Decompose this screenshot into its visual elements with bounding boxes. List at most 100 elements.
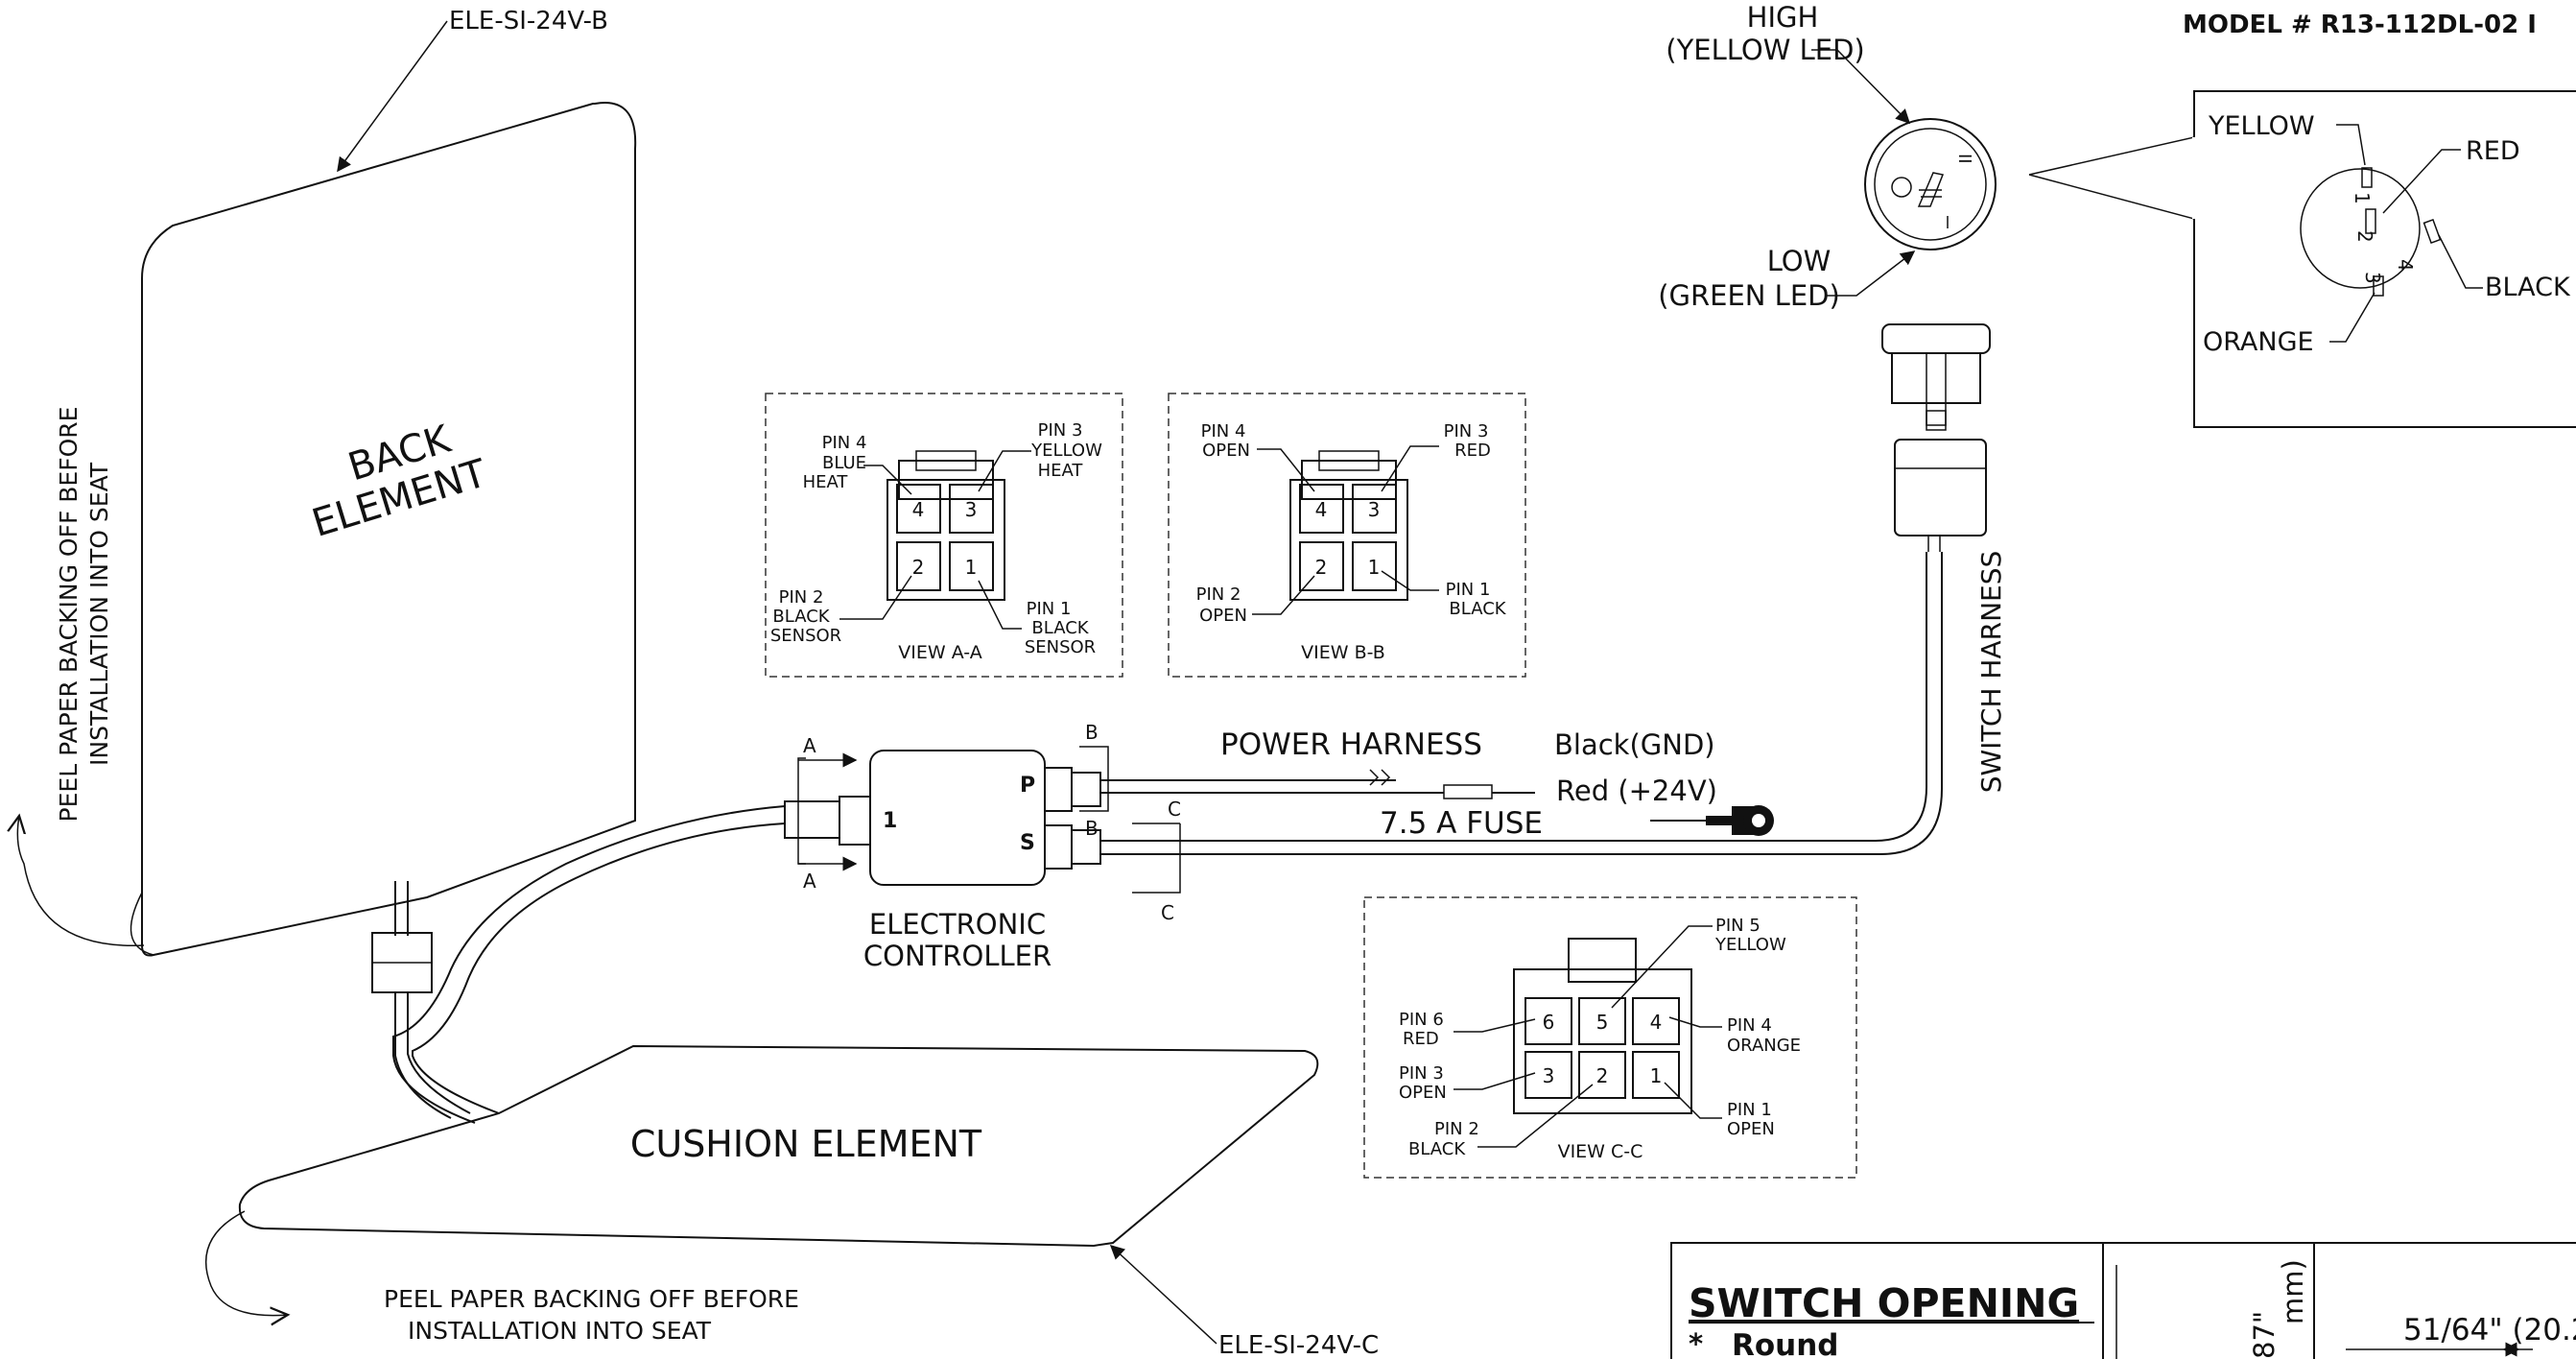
section-c-bracket	[1132, 823, 1181, 894]
switch-opening-dim-inch: 51/64" (20.2	[2403, 1313, 2576, 1347]
terminal-1	[2361, 167, 2373, 188]
view-b-b-pin1-2: BLACK	[1449, 599, 1506, 619]
switch-opening-bullet: *	[1689, 1327, 1703, 1359]
view-c-c-pin4-1: PIN 4	[1727, 1015, 1772, 1036]
wire-orange-label: ORANGE	[2203, 327, 2314, 357]
view-b-b-box	[1168, 393, 1526, 678]
switch-low-leader	[1826, 250, 1916, 297]
view-c-c-title: VIEW C-C	[1558, 1141, 1643, 1162]
switch-connector-leads	[1927, 536, 1941, 552]
view-c-c-pin2-leader	[1477, 1084, 1594, 1148]
view-b-b-pin1-1: PIN 1	[1446, 580, 1491, 600]
power-ground-label: Black(GND)	[1554, 728, 1715, 761]
view-b-b-cell-3	[1352, 484, 1397, 534]
view-c-c-latch	[1568, 938, 1637, 983]
view-b-b-housing	[1289, 479, 1408, 601]
view-a-a-latch-top	[915, 450, 977, 471]
view-a-a-cell-4	[896, 484, 941, 534]
switch-connector	[1894, 439, 1987, 536]
view-a-a-cell-1	[949, 541, 994, 591]
view-a-a-num-2: 2	[912, 556, 925, 579]
view-b-b-pin1-leader	[1381, 570, 1439, 591]
view-c-c-pin1-leader	[1664, 1082, 1722, 1119]
cushion-peel-note-1: PEEL PAPER BACKING OFF BEFORE	[384, 1285, 799, 1313]
harness-cable-b	[412, 823, 786, 1114]
model-number: MODEL # R13-112DL-02 I	[2183, 11, 2537, 39]
view-c-c-cell-3	[1524, 1051, 1572, 1099]
controller-port-p-plug	[1071, 772, 1101, 807]
view-a-a-pin4-leader	[863, 465, 912, 495]
view-c-c-pin2-1: PIN 2	[1434, 1119, 1479, 1139]
controller-port-1-housing	[839, 796, 871, 846]
section-a-bracket	[797, 757, 806, 865]
terminal-3-label: 3	[2361, 272, 2384, 284]
view-a-a-pin1-leader	[978, 580, 1022, 630]
terminal-4	[2422, 218, 2442, 245]
view-b-b-num-3: 3	[1368, 498, 1381, 521]
view-c-c-pin5-2: YELLOW	[1714, 935, 1786, 955]
cushion-element-label: CUSHION ELEMENT	[630, 1123, 982, 1165]
back-peel-note-2: INSTALLATION INTO SEAT	[85, 462, 113, 766]
view-a-a-box	[765, 393, 1123, 678]
switch-side-tab	[1926, 410, 1947, 431]
view-c-c-num-5: 5	[1596, 1011, 1609, 1034]
view-a-a-cell-2	[896, 541, 941, 591]
view-c-c-num-6: 6	[1543, 1011, 1555, 1034]
section-a-label-bottom: A	[803, 870, 816, 893]
switch-side-body	[1891, 352, 1981, 404]
controller-port-1: 1	[883, 809, 897, 833]
wire-orange-leader	[2329, 292, 2375, 343]
controller-port-s-housing	[1044, 824, 1073, 870]
switch-opening-dim-vert-b: mm)	[2277, 1259, 2309, 1324]
terminal-2-label: 2	[2353, 230, 2376, 243]
wire-yellow-label: YELLOW	[2208, 111, 2315, 141]
view-b-b-pin4-leader	[1257, 448, 1315, 492]
view-c-c-pin3-1: PIN 3	[1399, 1063, 1444, 1084]
view-a-a-pin2-1: PIN 2	[779, 587, 824, 608]
view-a-a-pin3-1: PIN 3	[1038, 420, 1083, 441]
switch-terminal-circle	[2300, 168, 2421, 289]
switch-opening-title: SWITCH OPENING	[1689, 1280, 2079, 1326]
view-a-a-cell-3	[949, 484, 994, 534]
section-b-bracket	[1079, 746, 1109, 812]
view-c-c-num-1: 1	[1650, 1064, 1663, 1087]
view-c-c-housing	[1513, 968, 1692, 1114]
terminal-4-label: 4	[2394, 259, 2417, 272]
view-c-c-num-4: 4	[1650, 1011, 1663, 1034]
view-a-a-pin2-leader	[839, 575, 912, 620]
cushion-part-number: ELE-SI-24V-C	[1218, 1331, 1379, 1359]
view-b-b-pin3-2: RED	[1454, 441, 1491, 461]
view-a-a-pin1-2: BLACK	[1031, 618, 1089, 638]
cushion-part-leader	[1109, 1244, 1217, 1345]
view-c-c-pin1-1: PIN 1	[1727, 1100, 1772, 1120]
view-c-c-pin3-leader	[1453, 1072, 1536, 1090]
view-b-b-pin2-2: OPEN	[1199, 606, 1247, 626]
view-b-b-num-1: 1	[1368, 556, 1381, 579]
switch-opening-shape: Round	[1732, 1328, 1839, 1359]
view-b-b-num-2: 2	[1315, 556, 1328, 579]
view-c-c-pin5-1: PIN 5	[1715, 916, 1761, 936]
back-peel-arrow	[17, 816, 145, 946]
view-a-a-num-4: 4	[912, 498, 925, 521]
section-b-label-top: B	[1085, 721, 1099, 744]
wire-red-leader	[2382, 149, 2461, 214]
seat-heat-icon	[1917, 172, 1945, 207]
switch-bezel-inner	[1874, 128, 1987, 241]
view-a-a-title: VIEW A-A	[898, 642, 981, 663]
switch-high-leader	[1811, 49, 1911, 125]
cushion-element-pad	[238, 1044, 1319, 1248]
wire-yellow-leader	[2336, 124, 2366, 166]
view-b-b-pin3-leader	[1381, 445, 1439, 492]
view-c-c-cell-5	[1578, 997, 1626, 1045]
harness-break-mark	[1369, 769, 1391, 786]
switch-bezel-outer	[1864, 118, 1997, 250]
section-b-label-bottom: B	[1085, 817, 1099, 840]
controller-port-s-plug	[1071, 829, 1101, 865]
wire-black-leader	[2438, 234, 2483, 289]
seat-heat-icon-waves	[1919, 189, 1942, 198]
view-c-c-num-2: 2	[1596, 1064, 1609, 1087]
view-a-a-pin3-3: HEAT	[1038, 461, 1084, 481]
view-a-a-pin1-3: SENSOR	[1025, 637, 1096, 657]
view-c-c-box	[1363, 896, 1857, 1179]
